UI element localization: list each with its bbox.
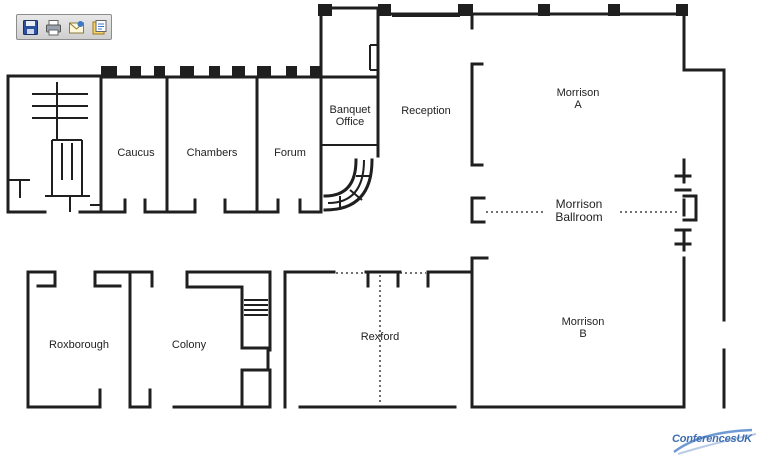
banquet-office-area [318,4,391,214]
room-label-banquet-office-line2[interactable]: Office [336,116,365,128]
email-button[interactable] [68,19,85,36]
room-label-caucus[interactable]: Caucus [117,147,155,159]
room-label-forum[interactable]: Forum [274,147,306,159]
room-label-morrison-ballroom-line2[interactable]: Ballroom [555,210,602,224]
room-label-chambers[interactable]: Chambers [187,147,238,159]
room-label-morrison-a-line2[interactable]: A [574,99,582,111]
room-label-reception[interactable]: Reception [401,105,451,117]
reception-area [390,12,462,17]
morrison-ballroom [458,4,726,409]
toolbar [16,14,112,40]
top-meeting-rooms [99,66,322,214]
room-label-morrison-a-line1[interactable]: Morrison [557,87,600,99]
printer-icon [46,19,61,35]
logo-text: ConferencesUK [672,433,752,445]
room-label-morrison-b-line1[interactable]: Morrison [562,316,605,328]
conferences-uk-logo[interactable]: ConferencesUK [670,424,760,458]
room-label-rexford[interactable]: Rexford [361,331,400,343]
room-label-banquet-office-line1[interactable]: Banquet [330,104,371,116]
print-button[interactable] [45,19,62,36]
stair-block [6,74,103,214]
save-button[interactable] [22,19,39,36]
room-label-roxborough[interactable]: Roxborough [49,339,109,351]
export-button[interactable] [91,19,108,36]
envelope-icon [69,20,84,33]
room-label-morrison-ballroom-line1[interactable]: Morrison [556,197,603,211]
logo-swoosh-icon [673,428,757,455]
bottom-rooms [26,270,474,409]
room-label-morrison-b-line2[interactable]: B [579,328,586,340]
floppy-disk-icon [23,19,38,35]
document-export-icon [92,19,107,34]
room-label-colony[interactable]: Colony [172,339,207,351]
